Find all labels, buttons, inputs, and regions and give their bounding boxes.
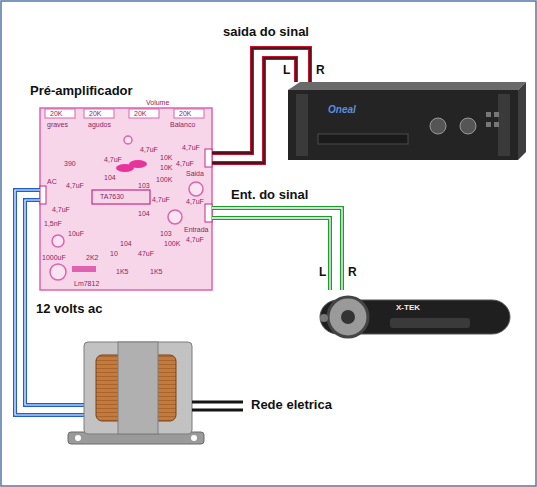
component-label: 390 (64, 160, 76, 168)
component-label: 4,7uF (186, 198, 204, 206)
component-label: 104 (138, 210, 150, 218)
component-label: 104 (120, 240, 132, 248)
component-label: 2K2 (86, 254, 98, 262)
component-label: 100K (156, 176, 172, 184)
cable-label: Ent. do sinal (230, 188, 309, 202)
amp-top (288, 82, 526, 90)
mains-wires (192, 402, 243, 410)
mains-label: Rede eletrica (250, 398, 333, 412)
supply-label: 12 volts ac (35, 302, 104, 316)
brand-logo: X-TEK (396, 304, 420, 313)
component-label: 20K (50, 110, 62, 118)
component-label: Balanco (170, 121, 195, 129)
switch (494, 122, 499, 127)
component-label: 10K (160, 154, 172, 162)
cable-label: saida do sinal (222, 25, 310, 39)
mp3-art (300, 290, 520, 346)
switch (486, 122, 491, 127)
knob (460, 118, 476, 134)
rack-ear (498, 94, 510, 156)
component-label: 4,7uF (152, 196, 170, 204)
vent (318, 134, 408, 144)
component-label: Lm7812 (74, 280, 99, 288)
cable-wire (212, 218, 330, 290)
component-label: 4,7uF (52, 206, 70, 214)
component-label: 4,7uF (186, 236, 204, 244)
component-label: 10K (160, 164, 172, 172)
signal-cable (212, 208, 342, 290)
component-label: 104 (104, 174, 116, 182)
amplifier-art (288, 82, 526, 160)
channel-label: L (319, 266, 326, 279)
component-label: 1,5nF (44, 220, 62, 228)
component-label: agudos (88, 121, 111, 129)
cable-wire (212, 208, 342, 290)
component-label: 4,7uF (140, 146, 158, 154)
component-label: TA7630 (100, 193, 124, 201)
channel-label: R (316, 64, 325, 77)
component-label: 20K (179, 110, 191, 118)
component-label: Volume (146, 99, 169, 107)
component-label: Entrada (184, 226, 209, 234)
component-label: AC (47, 178, 57, 186)
player-wheel (328, 297, 368, 337)
cable-wire (212, 58, 296, 163)
cable-stripe (212, 208, 342, 290)
component-label: 4,7uF (176, 160, 194, 168)
component-label: 10 (110, 250, 118, 258)
component-label: 103 (160, 230, 172, 238)
switch (494, 112, 499, 117)
component-label: 1K5 (116, 268, 128, 276)
component-label: graves (47, 121, 68, 129)
component-label: 100K (164, 240, 180, 248)
amp-side (518, 82, 526, 160)
component-label: Saida (186, 170, 204, 178)
component-label: 1K5 (150, 268, 162, 276)
component-label: 1000uF (42, 254, 66, 262)
amplifier-node: Oneal (288, 82, 526, 160)
pcb-board (40, 108, 212, 290)
component-label: 4,7uF (182, 144, 200, 152)
mp3-player-node: X-TEK (300, 290, 520, 346)
channel-label: R (348, 266, 357, 279)
channel-label: L (283, 64, 290, 77)
player-screen (390, 318, 470, 328)
component-label: 47uF (138, 250, 154, 258)
knob (430, 118, 446, 134)
brand-logo: Oneal (328, 104, 356, 115)
component-label: 10uF (68, 230, 84, 238)
component-label: 20K (89, 110, 101, 118)
component-label: 4,7uF (104, 156, 122, 164)
lanyard-ring (320, 314, 328, 322)
switch (486, 112, 491, 117)
amp-front (288, 90, 518, 160)
transformer (68, 342, 204, 444)
cable-stripe (212, 218, 330, 290)
component-label: 103 (138, 182, 150, 190)
cable-stripe (212, 58, 296, 163)
component-label: 4,7uF (66, 182, 84, 190)
player-button (341, 310, 355, 324)
component-label: 20K (134, 110, 146, 118)
rack-ear (296, 94, 308, 156)
board-heading: Pré-amplificador (30, 84, 133, 98)
